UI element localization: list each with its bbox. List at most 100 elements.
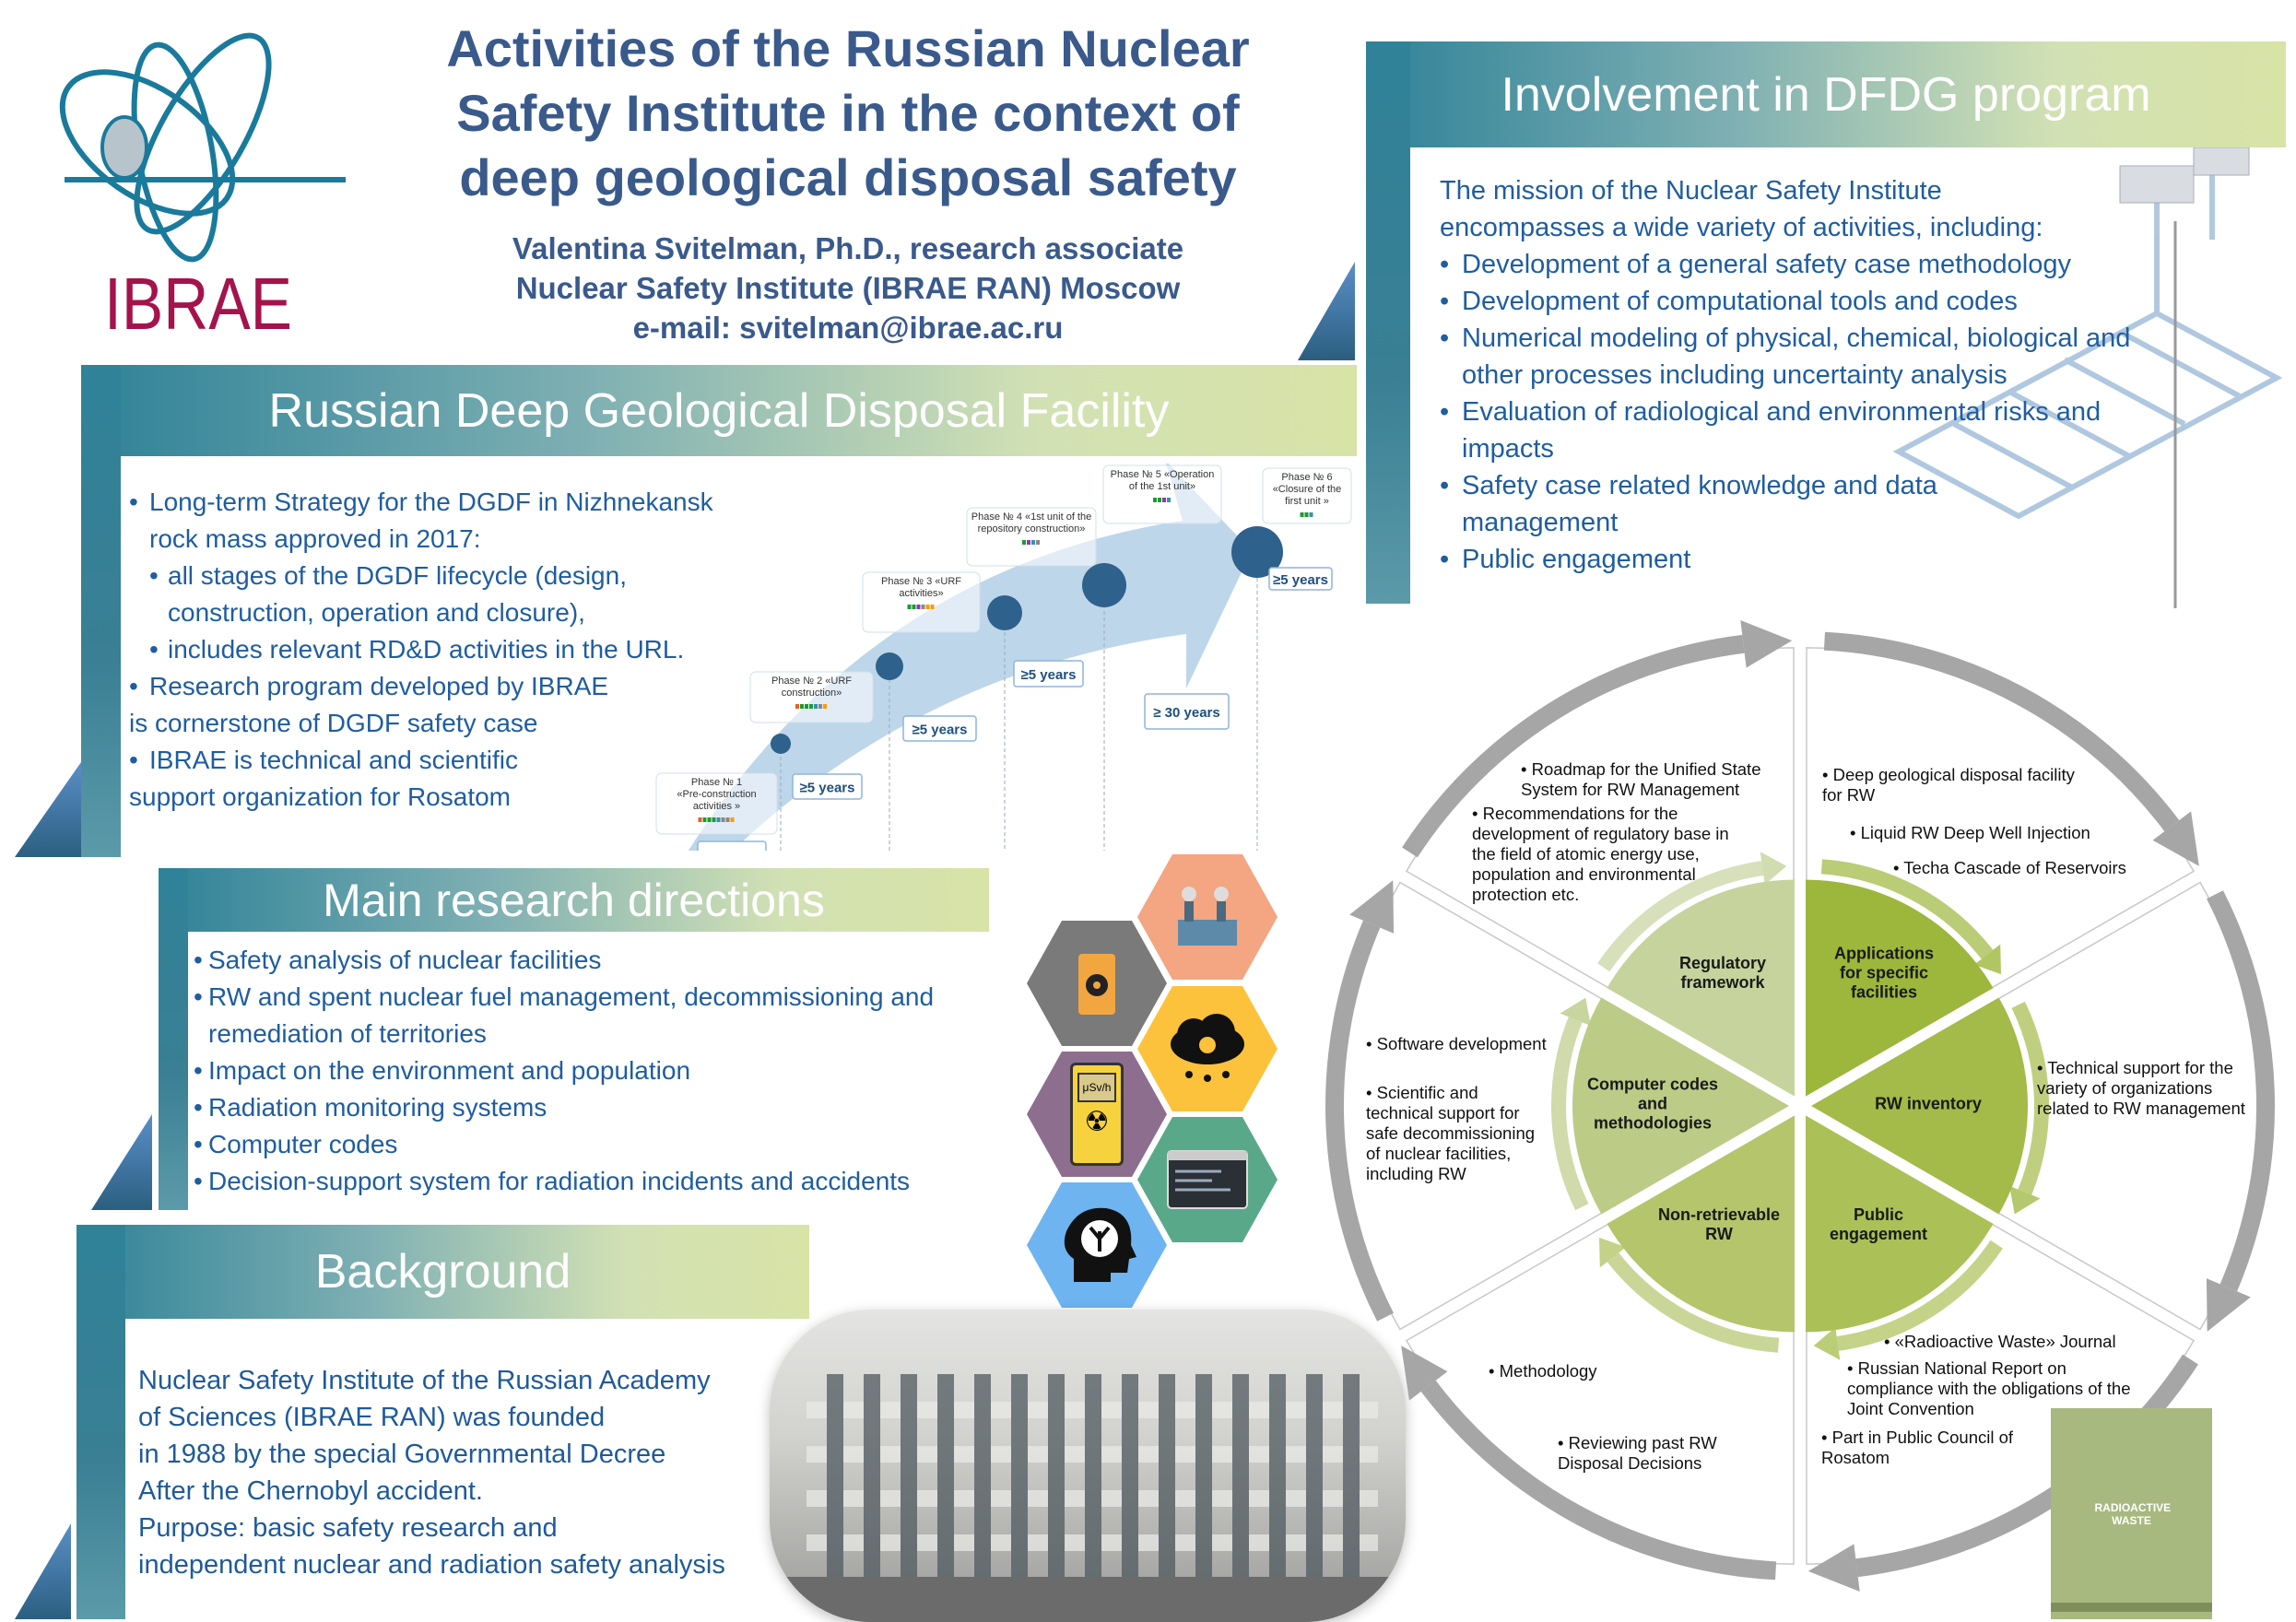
phase-marker xyxy=(1036,540,1040,545)
dgdf-item-cont: is cornerstone of DGDF safety case xyxy=(129,709,538,737)
sector-label-regulatory: Regulatory framework xyxy=(1678,954,1767,992)
phase-box xyxy=(749,671,874,723)
phase-title: «Closure of the xyxy=(1273,484,1342,495)
note-public-council: Part in Public Council of Rosatom xyxy=(1821,1428,2015,1468)
phase-marker xyxy=(721,817,725,822)
dfdg-item: Public engagement xyxy=(1440,541,2159,578)
phase-marker xyxy=(1031,540,1035,545)
research-item: Impact on the environment and population xyxy=(194,1052,1005,1089)
author-email[interactable]: e-mail: svitelman@ibrae.ac.ru xyxy=(632,311,1064,345)
dfdg-intro: The mission of the Nuclear Safety Instit… xyxy=(1440,176,1942,206)
computer-terminal-hex xyxy=(1137,1117,1278,1242)
phase-marker xyxy=(702,817,707,822)
radiation-icon: ☢ xyxy=(1084,1106,1110,1138)
dgdf-item: Research program developed by IBRAE xyxy=(129,668,756,705)
background-line: Purpose: basic safety research and xyxy=(138,1513,558,1543)
inner-rim-arc xyxy=(1607,1252,1780,1353)
cycle-arc xyxy=(1325,920,1394,1322)
duration-box xyxy=(1144,693,1230,730)
author-name: Valentina Svitelman, Ph.D., research ass… xyxy=(512,231,1184,265)
duration-box xyxy=(1013,660,1084,688)
phase-marker xyxy=(1167,498,1171,502)
phase-circle xyxy=(771,734,791,754)
inner-sector xyxy=(1806,1115,1994,1333)
phase-title: activities » xyxy=(693,801,740,812)
background-line: Nuclear Safety Institute of the Russian … xyxy=(138,1366,711,1395)
background-heading: Background xyxy=(77,1225,809,1319)
phase-marker xyxy=(1158,498,1161,502)
note-software: Software development xyxy=(1366,1034,1606,1054)
note-liquid-rw: Liquid RW Deep Well Injection xyxy=(1850,823,2145,843)
head-icon xyxy=(1064,1207,1136,1282)
phase-marker xyxy=(907,605,912,609)
phase-marker xyxy=(800,704,804,709)
phase-marker xyxy=(730,817,735,822)
dgdf-item-cont: support organization for Rosatom xyxy=(129,782,511,811)
cycle-arc xyxy=(1823,631,2180,832)
note-reviewing: Reviewing past RW Disposal Decisions xyxy=(1558,1433,1733,1474)
phase-marker xyxy=(1309,512,1313,517)
research-item: Computer codes xyxy=(194,1126,1005,1163)
inner-arrow-icon xyxy=(1598,1237,1627,1268)
inner-sector xyxy=(1572,997,1789,1215)
phase-marker xyxy=(912,605,916,609)
dosimeter-hex: μSv/h ☢ xyxy=(1027,1052,1167,1177)
dgdf-side-bar xyxy=(81,365,121,857)
journal-cover-footer xyxy=(2051,1603,2212,1612)
note-recommendations: Recommendations for the development of r… xyxy=(1472,804,1748,905)
phase-title: construction» xyxy=(782,688,842,699)
cycle-arc xyxy=(1402,634,1745,858)
dgdf-item: IBRAE is technical and scientific xyxy=(129,742,756,779)
title-line: Safety Institute in the context of xyxy=(456,84,1240,142)
background-text: Nuclear Safety Institute of the Russian … xyxy=(138,1362,783,1583)
terminal-icon xyxy=(1167,1150,1248,1209)
inner-rim-arc xyxy=(1836,1240,2003,1351)
phase-marker xyxy=(921,605,925,609)
inner-sector xyxy=(1607,1115,1795,1333)
phase-circle xyxy=(987,595,1022,630)
title-line: Activities of the Russian Nuclear xyxy=(446,19,1250,77)
research-list: Safety analysis of nuclear facilities RW… xyxy=(194,942,1005,1200)
phase-marker xyxy=(725,817,730,822)
duration-box xyxy=(902,715,977,742)
dfdg-heading: Involvement in DFDG program xyxy=(1366,41,2286,147)
cycle-arrow-icon xyxy=(1740,619,1793,668)
inner-sector xyxy=(1607,879,1795,1097)
dgdf-item: Long-term Strategy for the DGDF in Nizhn… xyxy=(129,484,756,558)
sector-label-public: Public engagement xyxy=(1829,1205,1928,1243)
phase-title: first unit » xyxy=(1285,496,1329,507)
cycle-arrow-icon xyxy=(1349,880,1395,934)
author-block: Valentina Svitelman, Ph.D., research ass… xyxy=(387,229,1309,347)
phase-box xyxy=(966,507,1097,567)
phase-marker xyxy=(818,704,822,709)
cloud-icon xyxy=(1171,1014,1244,1082)
phase-title: Phase № 3 «URF xyxy=(881,576,961,587)
phase-marker xyxy=(809,704,813,709)
background-line: of Sciences (IBRAE RAN) was founded xyxy=(138,1403,606,1432)
research-heading: Main research directions xyxy=(159,868,989,932)
phase-marker xyxy=(1304,512,1309,517)
phase-marker xyxy=(930,605,935,609)
duration-label: <5 years xyxy=(704,848,759,851)
phase-marker xyxy=(1300,512,1304,517)
phase-marker xyxy=(805,704,808,709)
phase-title: «Pre-construction xyxy=(677,789,756,800)
cycle-arrow-icon xyxy=(2152,811,2199,866)
sector-label-non-retrievable: Non-retrievable RW xyxy=(1657,1205,1781,1243)
phase-circle xyxy=(876,652,903,680)
dfdg-text: The mission of the Nuclear Safety Instit… xyxy=(1440,172,2159,578)
background-line: in 1988 by the special Governmental Decr… xyxy=(138,1440,666,1469)
ibrae-logo: IBRAE xyxy=(37,23,359,341)
duration-label: ≥5 years xyxy=(913,723,968,738)
dosimeter-unit: μSv/h xyxy=(1077,1073,1116,1102)
waste-barrel-hex xyxy=(1027,921,1167,1046)
radioactive-cloud-hex xyxy=(1137,986,1278,1111)
phase-box xyxy=(1102,464,1222,524)
inner-arrow-icon xyxy=(1973,944,2002,975)
phase-marker xyxy=(823,704,827,709)
journal-cover: RADIOACTIVE WASTE xyxy=(2051,1408,2212,1619)
note-methodology: Methodology xyxy=(1489,1361,1673,1381)
duration-label: ≥ 30 years xyxy=(1153,705,1219,721)
dgdf-text: Long-term Strategy for the DGDF in Nizhn… xyxy=(129,484,756,816)
